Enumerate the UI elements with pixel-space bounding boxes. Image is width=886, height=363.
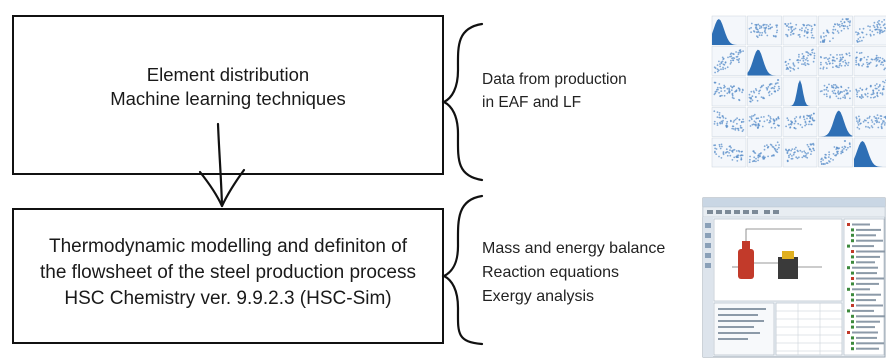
balance-analysis-line-2: Reaction equations — [482, 264, 619, 281]
ml-step-line-1: Element distribution — [146, 64, 310, 85]
balance-analysis-note: Mass and energy balance Reaction equatio… — [482, 237, 665, 309]
ml-step-box: Element distribution Machine learning te… — [12, 15, 444, 175]
ml-step-line-2: Machine learning techniques — [110, 88, 346, 109]
curly-brace-bottom-icon — [441, 194, 484, 346]
balance-analysis-line-3: Exergy analysis — [482, 288, 595, 305]
scatter-matrix-graphic — [711, 15, 886, 168]
thermo-step-line-1: Thermodynamic modelling and definiton of — [48, 236, 408, 257]
balance-analysis-line-1: Mass and energy balance — [482, 240, 666, 257]
ml-step-text: Element distribution Machine learning te… — [14, 63, 442, 111]
down-arrow-icon — [198, 122, 246, 208]
hsc-sim-screenshot-thumbnail-icon — [702, 197, 886, 358]
curly-brace-top-icon — [441, 22, 484, 182]
scatter-matrix-thumbnail-icon — [702, 14, 886, 174]
production-data-line-2: in EAF and LF — [482, 94, 582, 111]
thermo-step-line-2: the flowsheet of the steel production pr… — [39, 262, 416, 283]
production-data-note: Data from production in EAF and LF — [482, 68, 627, 114]
thermo-step-line-3: HSC Chemistry ver. 9.9.2.3 (HSC-Sim) — [64, 288, 392, 309]
hsc-sim-graphic — [702, 197, 886, 358]
production-data-line-1: Data from production — [482, 71, 627, 88]
thermo-step-text: Thermodynamic modelling and definiton of… — [14, 234, 442, 312]
